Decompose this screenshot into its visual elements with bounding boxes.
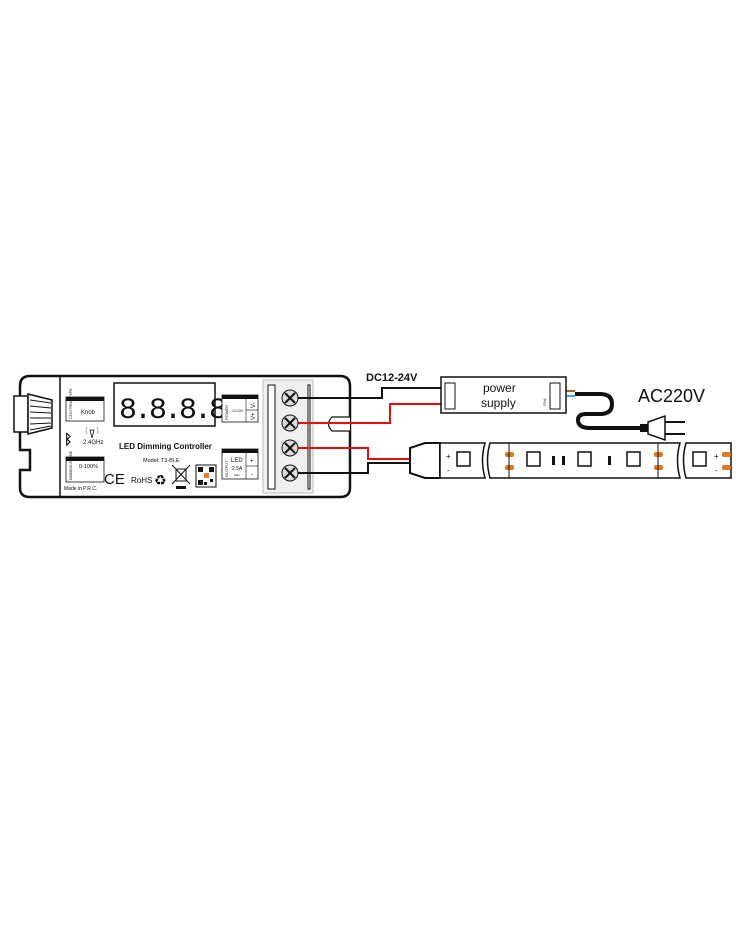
strip-plus: + — [446, 452, 451, 461]
output-plus: + — [250, 459, 254, 465]
dimming-range-label: DIMMING RANGE — [69, 450, 73, 480]
psu-ac-terminals: GNL — [542, 397, 547, 406]
power-label: POWER — [224, 405, 229, 420]
psu-label-line2: supply — [481, 396, 516, 410]
wires — [295, 387, 640, 474]
controller: CONTROL TYPE Knob ᛒ 2.4GHz DIMMING RANGE… — [13, 374, 352, 499]
screws — [281, 389, 299, 482]
output-label: OUTPUT — [224, 460, 229, 477]
output-max: Max — [234, 473, 240, 477]
ce-mark: CE — [104, 471, 125, 488]
display-digits: 8.8.8.8. — [119, 394, 239, 428]
strip-minus: - — [447, 466, 450, 475]
led-chip-icon — [692, 451, 707, 467]
screw-icon — [281, 389, 299, 407]
ac-plug-icon — [640, 414, 685, 442]
dc-voltage-label: DC12-24V — [366, 372, 418, 384]
led-display — [113, 382, 216, 427]
v-minus-label: V- — [251, 402, 257, 408]
model-label: Model: T3-BLE — [143, 458, 180, 464]
qr-code-icon — [195, 464, 217, 488]
output-led: LED — [231, 458, 243, 464]
output-current: 2.5A — [232, 466, 243, 472]
power-voltage: 12-24V — [232, 409, 244, 413]
wireless-label: 2.4GHz — [83, 440, 103, 446]
dimming-range-value: 0-100% — [79, 464, 98, 470]
led-strip: + - + - — [409, 442, 732, 479]
control-type-label: CONTROL TYPE — [68, 388, 73, 419]
made-in-label: Made in P.R.C. — [64, 486, 97, 492]
screw-icon — [281, 439, 299, 457]
output-minus: - — [251, 472, 253, 478]
weee-bin-icon — [171, 464, 191, 489]
control-type-value: Knob — [81, 410, 96, 416]
antenna-icon — [85, 426, 99, 439]
psu-label-line1: power — [483, 381, 516, 395]
screw-icon — [281, 464, 299, 482]
ac-voltage-label: AC220V — [638, 386, 705, 406]
led-chip-icon — [456, 451, 471, 467]
knob-icon — [13, 393, 53, 435]
strip-end-plus: + — [714, 452, 719, 461]
controller-title: LED Dimming Controller — [119, 442, 212, 451]
power-supply: power supply GNL — [440, 376, 567, 414]
rohs-mark: RoHS — [131, 476, 152, 485]
screw-icon — [281, 414, 299, 432]
led-chip-icon — [626, 451, 641, 467]
recycle-icon: ♻ — [154, 472, 167, 488]
led-chip-icon — [577, 451, 592, 467]
strip-connector — [409, 442, 441, 479]
bluetooth-icon: ᛒ — [64, 431, 72, 447]
v-plus-label: V+ — [251, 412, 257, 420]
strip-end-minus: - — [715, 466, 718, 475]
led-chip-icon — [526, 451, 541, 467]
